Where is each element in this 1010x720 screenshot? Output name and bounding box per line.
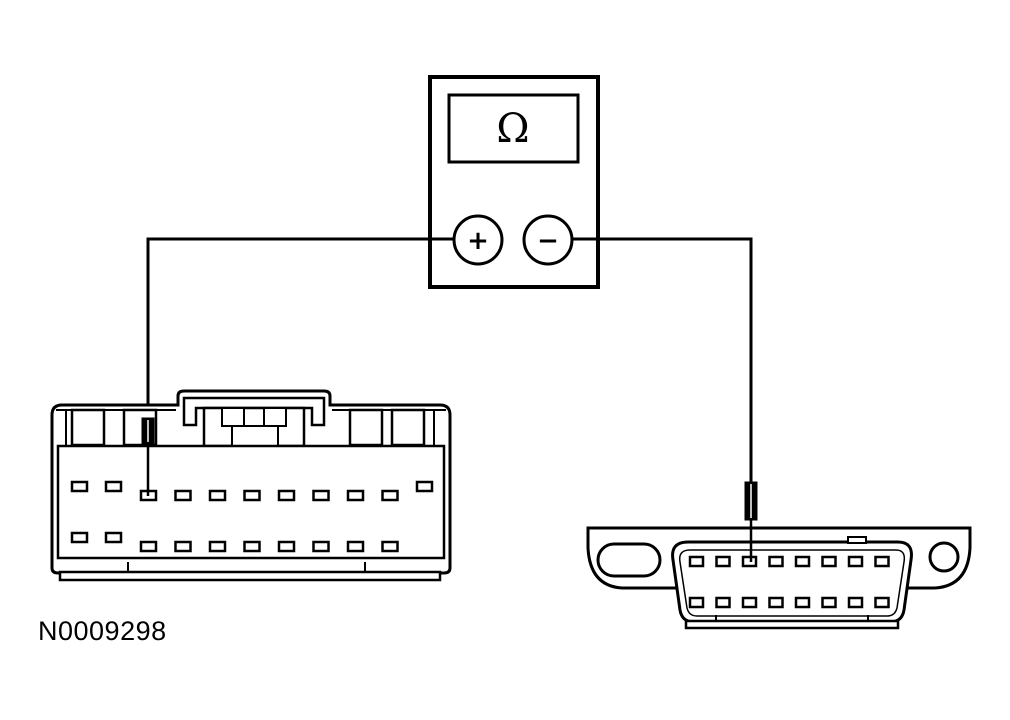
connector-pin	[346, 489, 365, 502]
connector-pin	[715, 596, 731, 609]
connector-pin	[208, 540, 227, 553]
connector-pin	[847, 555, 864, 568]
connector-pin	[768, 555, 784, 568]
connector-pin	[243, 540, 261, 553]
right-connector-top-row	[688, 555, 890, 568]
connector-pin	[768, 596, 784, 609]
mounting-slot	[596, 542, 662, 578]
connector-pin	[874, 596, 890, 609]
connector-pin	[381, 540, 399, 553]
connector-pin	[821, 596, 837, 609]
multimeter: Ω + −	[428, 75, 600, 289]
connector-pin	[70, 531, 89, 544]
right-connector	[586, 526, 972, 630]
connector-pin	[741, 555, 758, 568]
connector-pin	[794, 555, 811, 568]
multimeter-display	[447, 93, 580, 164]
connector-pin	[174, 540, 192, 553]
connector-pin	[346, 540, 365, 553]
connector-pin	[874, 555, 890, 568]
connector-pin	[208, 489, 227, 502]
negative-terminal-symbol: −	[537, 226, 559, 256]
connector-pin	[794, 596, 811, 609]
connector-pin	[104, 531, 123, 544]
connector-pin	[139, 540, 158, 553]
negative-lead-wire	[572, 237, 753, 482]
connector-pin	[741, 596, 758, 609]
connector-pin	[312, 489, 330, 502]
connector-pin	[715, 555, 731, 568]
left-connector	[50, 389, 452, 582]
connector-pin	[312, 540, 330, 553]
right-connector-bottom-row	[688, 596, 890, 609]
display-unit-label: Ω	[496, 106, 529, 152]
connector-pin	[277, 489, 296, 502]
negative-probe	[744, 481, 758, 562]
connector-pin	[821, 555, 837, 568]
connector-pin	[70, 480, 89, 493]
figure-id: N0009298	[38, 616, 167, 646]
mounting-hole	[928, 541, 960, 573]
connector-pin	[277, 540, 296, 553]
positive-lead-wire	[146, 237, 454, 432]
connector-pin	[688, 596, 705, 609]
connector-pin	[847, 596, 864, 609]
connector-pin	[174, 489, 192, 502]
left-connector-bottom-row	[70, 531, 399, 553]
connector-pin	[415, 480, 434, 493]
connector-pin	[688, 555, 705, 568]
connector-pin	[381, 489, 399, 502]
positive-terminal-symbol: +	[467, 226, 489, 256]
connector-pin	[104, 480, 123, 493]
connector-pin	[243, 489, 261, 502]
positive-probe	[141, 417, 155, 496]
